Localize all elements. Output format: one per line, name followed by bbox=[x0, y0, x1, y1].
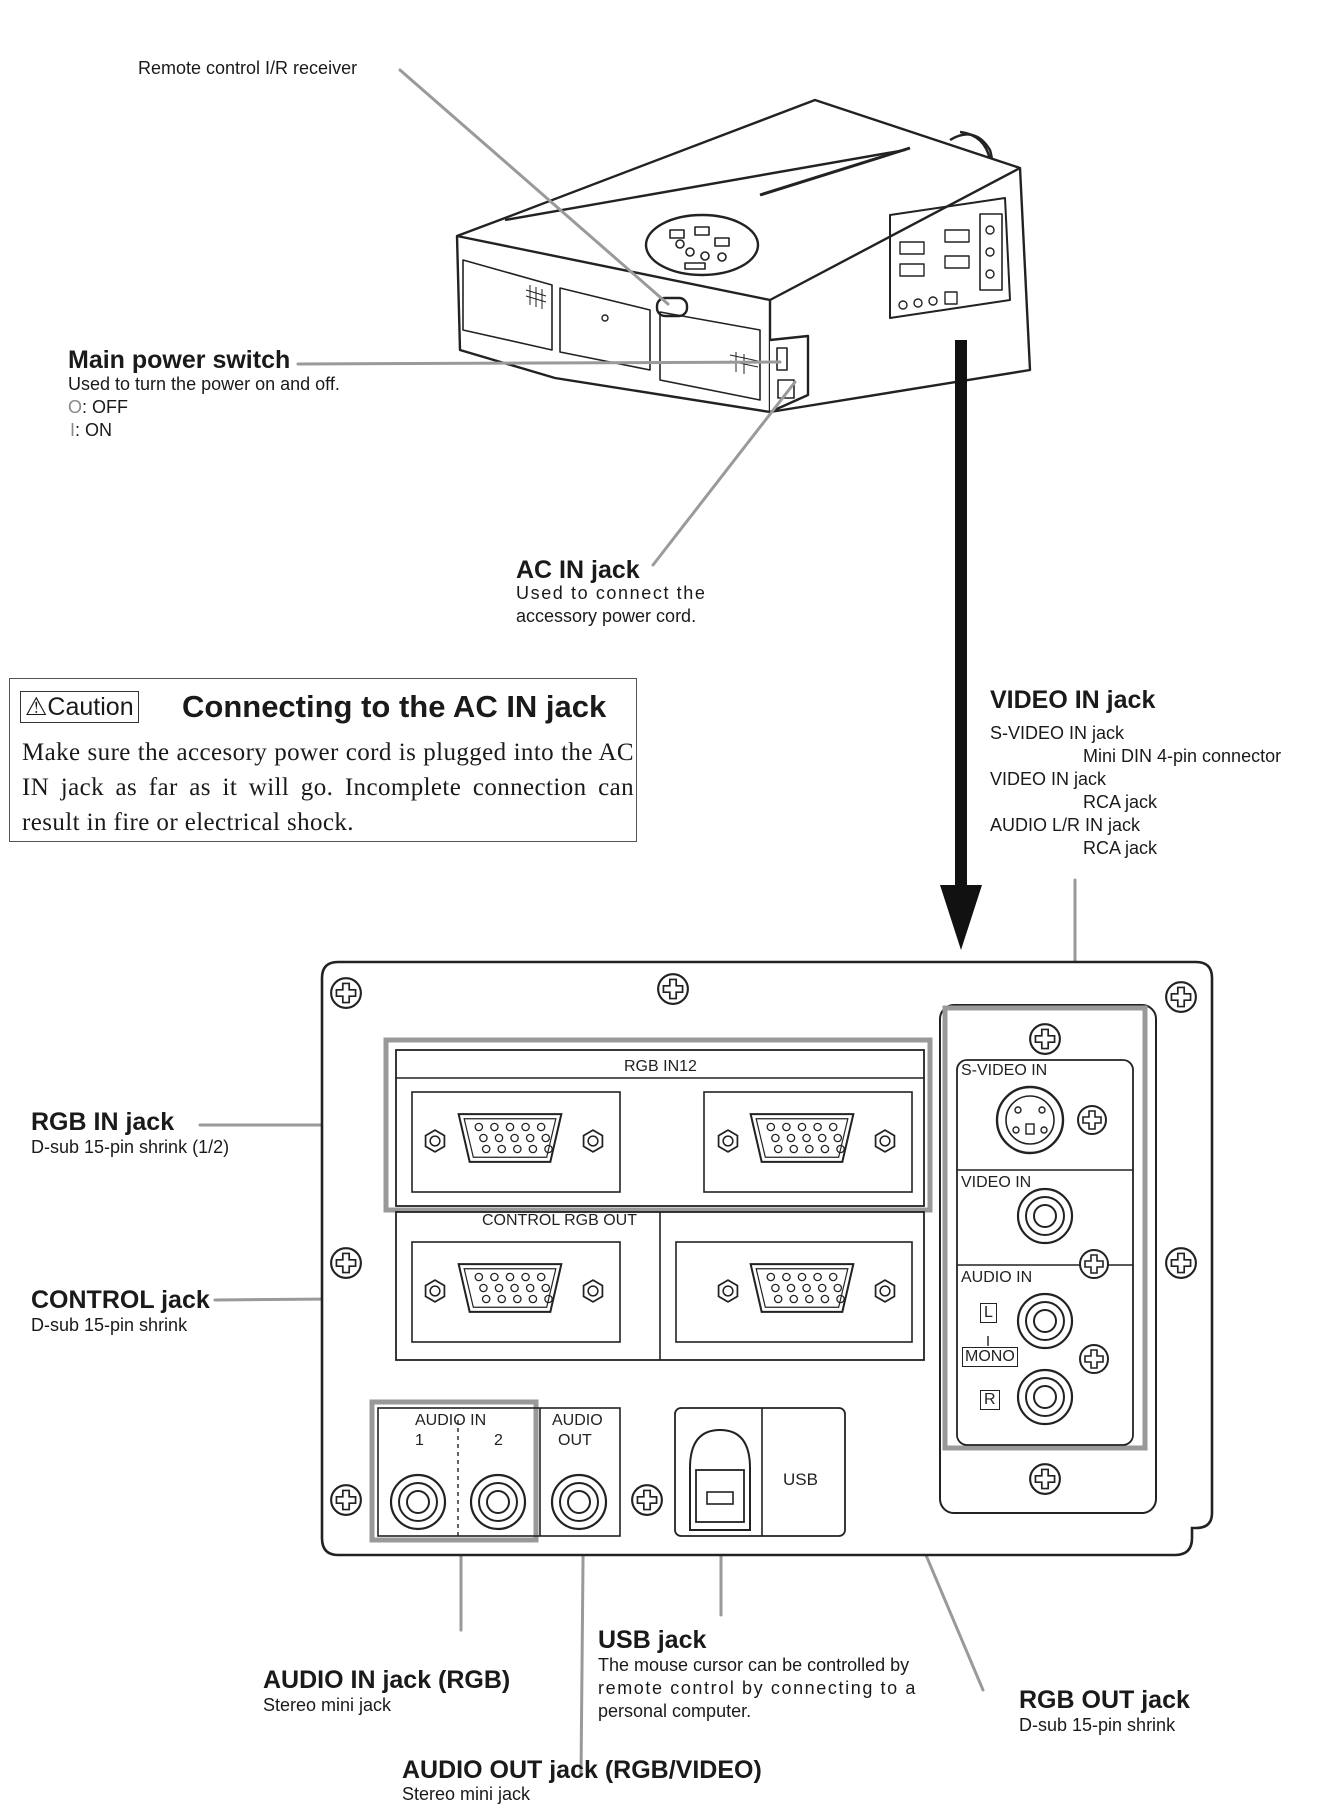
usb-desc-2: remote control by connecting to a bbox=[598, 1678, 917, 1698]
panel-audio-in-2: 2 bbox=[494, 1432, 503, 1449]
audio-out-title: AUDIO OUT jack (RGB/VIDEO) bbox=[402, 1756, 762, 1784]
panel-audio-in-right: AUDIO IN bbox=[961, 1269, 1033, 1286]
main-power-off: O: OFF bbox=[68, 397, 128, 419]
video-in-line-2: Mini DIN 4-pin connector bbox=[1083, 746, 1282, 766]
panel-l: L bbox=[980, 1303, 997, 1323]
audio-out-desc: Stereo mini jack bbox=[402, 1784, 531, 1804]
on-symbol: I bbox=[70, 420, 76, 440]
remote-receiver-label: Remote control I/R receiver bbox=[138, 58, 358, 78]
ac-in-desc-2: accessory power cord. bbox=[516, 606, 697, 626]
big-down-arrow bbox=[940, 340, 982, 950]
control-title: CONTROL jack bbox=[31, 1286, 210, 1314]
panel-mono: MONO bbox=[962, 1347, 1018, 1367]
usb-title: USB jack bbox=[598, 1626, 707, 1654]
panel-audio-in-bottom: AUDIO IN bbox=[415, 1412, 487, 1429]
panel-audio-out-2: OUT bbox=[558, 1432, 592, 1449]
on-text: : ON bbox=[75, 420, 113, 440]
off-text: : OFF bbox=[82, 397, 129, 417]
video-in-line-1: S-VIDEO IN jack bbox=[990, 723, 1125, 743]
panel-usb: USB bbox=[783, 1470, 818, 1489]
ac-in-desc-1: Used to connect the bbox=[516, 583, 707, 603]
panel-video-in: VIDEO IN bbox=[961, 1174, 1032, 1191]
panel-audio-out-1: AUDIO bbox=[552, 1412, 603, 1429]
caution-tag-text: Caution bbox=[47, 693, 134, 721]
video-in-line-4: RCA jack bbox=[1083, 792, 1158, 812]
panel-s-video-in: S-VIDEO IN bbox=[961, 1062, 1048, 1079]
rgb-in-title: RGB IN jack bbox=[31, 1108, 175, 1136]
main-power-title: Main power switch bbox=[68, 346, 291, 374]
caution-tag: ⚠Caution bbox=[20, 691, 139, 723]
main-power-on: I: ON bbox=[70, 420, 112, 442]
usb-desc-1: The mouse cursor can be controlled by bbox=[598, 1655, 910, 1675]
video-in-line-3: VIDEO IN jack bbox=[990, 769, 1107, 789]
projector-illustration bbox=[455, 98, 1032, 414]
caution-body: Make sure the accesory power cord is plu… bbox=[22, 739, 634, 836]
video-in-line-5: AUDIO L/R IN jack bbox=[990, 815, 1141, 835]
panel-control-rgb-out-header: CONTROL RGB OUT bbox=[482, 1212, 637, 1229]
video-in-title: VIDEO IN jack bbox=[990, 686, 1156, 714]
video-in-line-6: RCA jack bbox=[1083, 838, 1158, 858]
rgb-out-desc: D-sub 15-pin shrink bbox=[1019, 1715, 1176, 1735]
panel-audio-in-1: 1 bbox=[415, 1432, 424, 1449]
control-desc: D-sub 15-pin shrink bbox=[31, 1315, 188, 1335]
audio-in-rgb-title: AUDIO IN jack (RGB) bbox=[263, 1666, 511, 1694]
caution-box: ⚠Caution Connecting to the AC IN jack Ma… bbox=[9, 678, 637, 842]
audio-in-rgb-desc: Stereo mini jack bbox=[263, 1695, 392, 1715]
warning-triangle-icon: ⚠ bbox=[25, 693, 48, 721]
caution-title: Connecting to the AC IN jack bbox=[182, 689, 607, 724]
back-panel bbox=[320, 960, 1214, 1557]
panel-rgb-in-header: RGB IN12 bbox=[624, 1058, 697, 1075]
off-symbol: O bbox=[68, 397, 83, 417]
main-power-desc: Used to turn the power on and off. bbox=[68, 374, 340, 394]
rgb-in-desc: D-sub 15-pin shrink (1/2) bbox=[31, 1137, 230, 1157]
ac-in-title: AC IN jack bbox=[516, 556, 640, 584]
panel-r: R bbox=[980, 1390, 1000, 1410]
rgb-out-title: RGB OUT jack bbox=[1019, 1686, 1190, 1714]
usb-desc-3: personal computer. bbox=[598, 1701, 752, 1721]
